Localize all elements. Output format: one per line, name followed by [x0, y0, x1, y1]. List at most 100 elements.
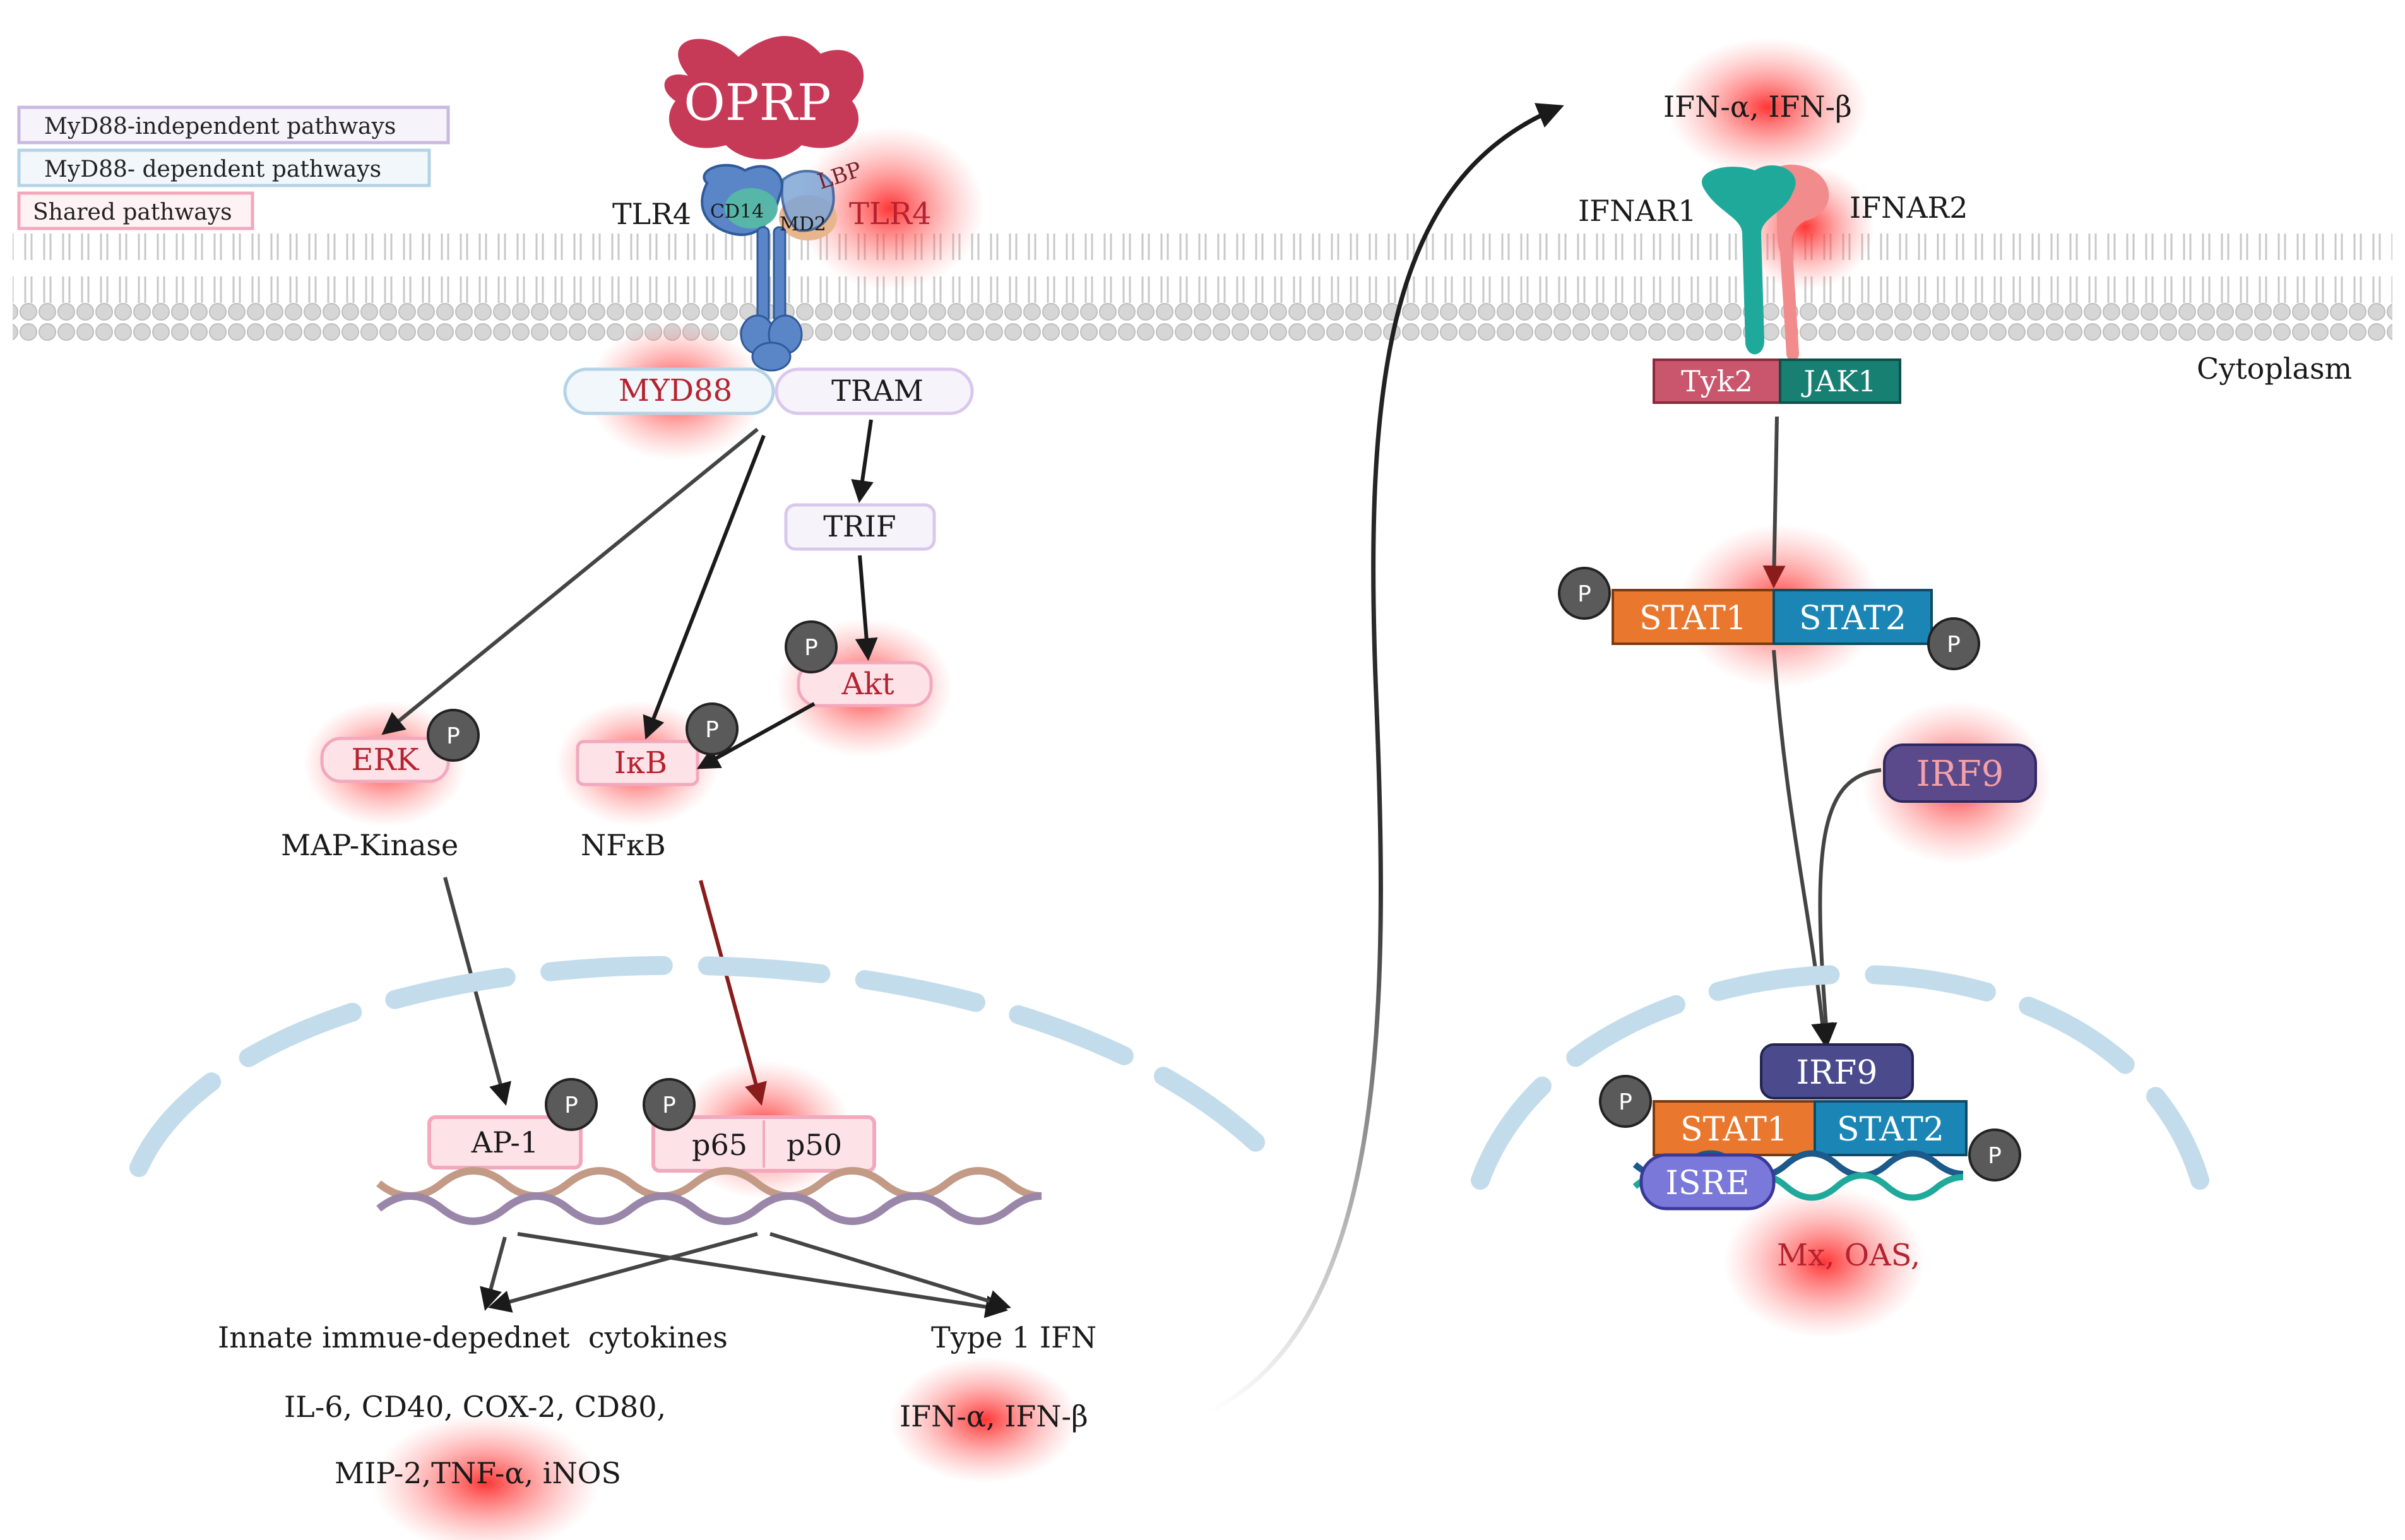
- ifn-right-label: IFN-α, IFN-β: [1663, 90, 1852, 124]
- jak1-node: [1779, 358, 1901, 404]
- arrow-dna-type1-2: [769, 1232, 1011, 1312]
- legend-shared-box: [17, 191, 254, 230]
- nuc-stat1-label: STAT1: [1680, 1111, 1788, 1149]
- nuc-stat2-node: [1814, 1100, 1968, 1156]
- phospho-stat1-label: P: [1577, 581, 1591, 607]
- myd88-node: [563, 367, 775, 415]
- irf9-node: [1883, 743, 2037, 803]
- ikb-label: IκB: [614, 745, 667, 781]
- tlr4-right-domain: [780, 170, 835, 232]
- arrow-stat-nucleus: [1772, 649, 1834, 1046]
- glow-type1: [890, 1357, 1079, 1483]
- dna-left-strand-a: [376, 1167, 1042, 1200]
- glow-tlr4: [795, 126, 985, 290]
- phospho-akt-label: P: [804, 635, 818, 661]
- arrow-akt-ikb: [696, 702, 816, 769]
- legend-independent-box: [17, 105, 450, 145]
- isre-label: ISRE: [1665, 1164, 1749, 1202]
- cell-membrane: [13, 234, 2392, 341]
- tlr4-stem-right: [773, 226, 787, 323]
- phospho-stat2: [1927, 617, 1980, 670]
- akt-label: Akt: [841, 666, 894, 702]
- ifnar-receptor: [1702, 164, 1829, 361]
- arrow-myd88-erk: [381, 427, 759, 735]
- phospho-nuc-stat1: [1599, 1075, 1652, 1128]
- nuc-irf9-label: IRF9: [1796, 1054, 1878, 1092]
- tyk2-node: [1653, 358, 1781, 404]
- phospho-nuc-stat1-label: P: [1618, 1089, 1632, 1115]
- myd88-label: MYD88: [619, 373, 732, 408]
- phospho-nuc-stat2-label: P: [1988, 1143, 2002, 1169]
- tlr4-right-label: TLR4: [849, 196, 932, 232]
- arrow-myd88-ikb: [643, 434, 766, 740]
- tram-node: [775, 367, 974, 415]
- ifnar2-shape: [1771, 164, 1829, 361]
- glow-cytokines: [372, 1414, 600, 1540]
- phospho-ap1-label: P: [564, 1093, 578, 1118]
- stat1-label: STAT1: [1639, 600, 1747, 637]
- arrow-dna-type1-1: [517, 1232, 1009, 1318]
- glow-genes: [1723, 1187, 1925, 1338]
- cytokines-title: Innate immue-depednet cytokines: [218, 1320, 728, 1354]
- oprp-ligand: OPRP: [664, 36, 864, 160]
- phospho-ikb: [686, 702, 739, 755]
- p50-label: p50: [787, 1128, 842, 1162]
- tlr4-tir-3: [751, 341, 792, 372]
- arrow-ifn-secretion: [1204, 103, 1564, 1416]
- legend: MyD88-independent pathways MyD88- depend…: [17, 105, 450, 230]
- phospho-erk: [427, 709, 480, 762]
- cd14-shape: [725, 188, 778, 228]
- phospho-p65: [643, 1078, 696, 1131]
- akt-node: [797, 661, 933, 708]
- output-arrows: [480, 1232, 1011, 1318]
- jak1-label: JAK1: [1801, 364, 1876, 398]
- type1-ifn-title: Type 1 IFN: [931, 1320, 1096, 1354]
- ap1-node: [427, 1115, 583, 1170]
- legend-dependent-box: [17, 148, 431, 187]
- phospho-nuc-stat2: [1968, 1128, 2021, 1182]
- phospho-erk-label: P: [446, 723, 460, 749]
- arrow-dna-cytokines-2: [488, 1232, 758, 1313]
- phospho-ikb-label: P: [705, 717, 719, 743]
- dna-left-strand-b: [376, 1192, 1042, 1225]
- nfkb-label: NFκB: [581, 828, 666, 862]
- cytokines-line2: MIP-2,TNF-α, iNOS: [335, 1456, 621, 1490]
- trif-label: TRIF: [823, 509, 896, 543]
- stat2-label: STAT2: [1799, 600, 1906, 637]
- oprp-shape: [664, 36, 864, 160]
- arrow-dna-cytokines-1: [480, 1236, 507, 1311]
- ap1-label: AP-1: [471, 1125, 538, 1159]
- type1-ifn-values: IFN-α, IFN-β: [900, 1399, 1088, 1433]
- arrow-tram-trif: [851, 419, 874, 504]
- arrow-trif-akt: [855, 555, 878, 661]
- genes-label: Mx, OAS,: [1777, 1238, 1920, 1273]
- stat2-node: [1773, 589, 1933, 645]
- tyk2-label: Tyk2: [1681, 364, 1753, 398]
- nuclear-envelope-left: [129, 956, 1285, 1177]
- tlr4-stem-left: [756, 226, 770, 323]
- nuc-stat1-node: [1653, 1100, 1816, 1156]
- phospho-markers: P P P P P P P P P: [427, 567, 2021, 1182]
- legend-dependent-label: MyD88- dependent pathways: [44, 157, 381, 182]
- erk-label: ERK: [351, 742, 419, 778]
- ifnar1-shape: [1702, 165, 1796, 355]
- p65-label: p65: [692, 1128, 747, 1162]
- phospho-p65-label: P: [662, 1093, 676, 1118]
- trif-node: [784, 503, 936, 551]
- tlr4-complex: [701, 163, 837, 372]
- isre-node: [1639, 1153, 1776, 1211]
- arrow-nfkb-p65: [699, 880, 767, 1106]
- cd14-label: CD14: [710, 201, 764, 223]
- oprp-label: OPRP: [684, 73, 831, 132]
- phospho-akt: [785, 620, 838, 673]
- phospho-ap1: [545, 1078, 598, 1131]
- phospho-stat2-label: P: [1947, 632, 1961, 658]
- left-arrows: [381, 419, 878, 1106]
- arrow-jak-stat: [1762, 416, 1786, 589]
- phospho-stat1: [1558, 567, 1611, 620]
- tlr4-left-label: TLR4: [612, 197, 691, 231]
- ifnar2-label: IFNAR2: [1850, 191, 1968, 225]
- cytokines-line1: IL-6, CD40, COX-2, CD80,: [284, 1390, 666, 1424]
- nuc-stat2-label: STAT2: [1837, 1111, 1944, 1149]
